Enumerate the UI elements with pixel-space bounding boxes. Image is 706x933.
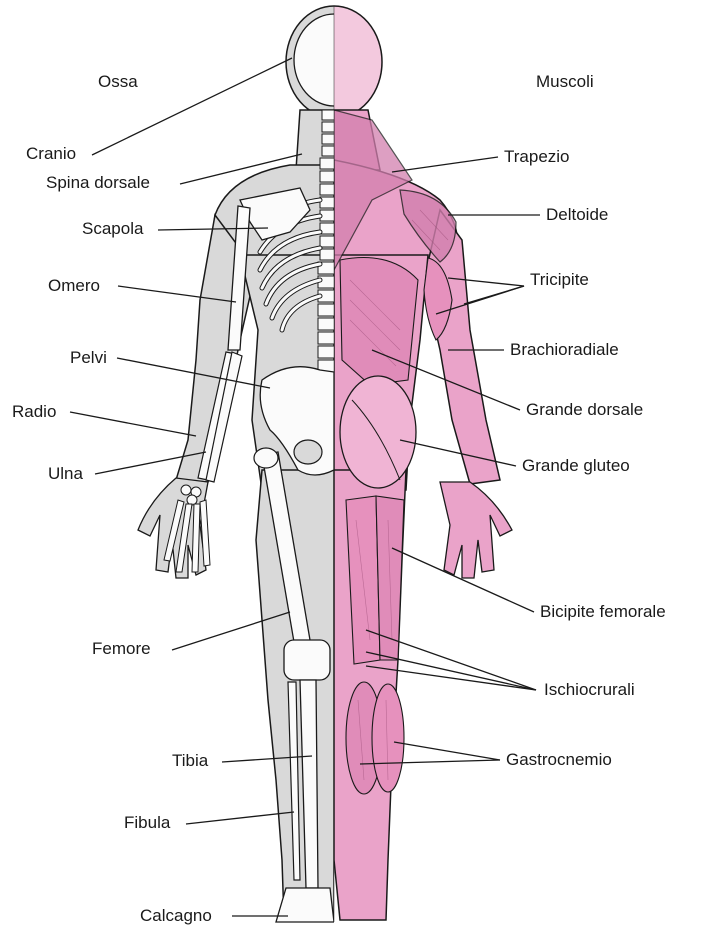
label-calcagno: Calcagno <box>140 906 212 926</box>
label-omero: Omero <box>48 276 100 296</box>
label-scapola: Scapola <box>82 219 143 239</box>
label-spina-dorsale: Spina dorsale <box>46 173 150 193</box>
label-pelvi: Pelvi <box>70 348 107 368</box>
label-trapezio: Trapezio <box>504 147 570 167</box>
label-femore: Femore <box>92 639 151 659</box>
label-tibia: Tibia <box>172 751 208 771</box>
label-fibula: Fibula <box>124 813 170 833</box>
label-grande-dorsale: Grande dorsale <box>526 400 643 420</box>
label-bicipite-femorale: Bicipite femorale <box>540 602 666 622</box>
label-ischiocrurali: Ischiocrurali <box>544 680 635 700</box>
label-cranio: Cranio <box>26 144 76 164</box>
muscles-heading: Muscoli <box>536 72 594 92</box>
label-ulna: Ulna <box>48 464 83 484</box>
label-gastrocnemio: Gastrocnemio <box>506 750 612 770</box>
label-tricipite: Tricipite <box>530 270 589 290</box>
label-brachioradiale: Brachioradiale <box>510 340 619 360</box>
label-grande-gluteo: Grande gluteo <box>522 456 630 476</box>
bones-heading: Ossa <box>98 72 138 92</box>
label-radio: Radio <box>12 402 56 422</box>
label-deltoide: Deltoide <box>546 205 608 225</box>
